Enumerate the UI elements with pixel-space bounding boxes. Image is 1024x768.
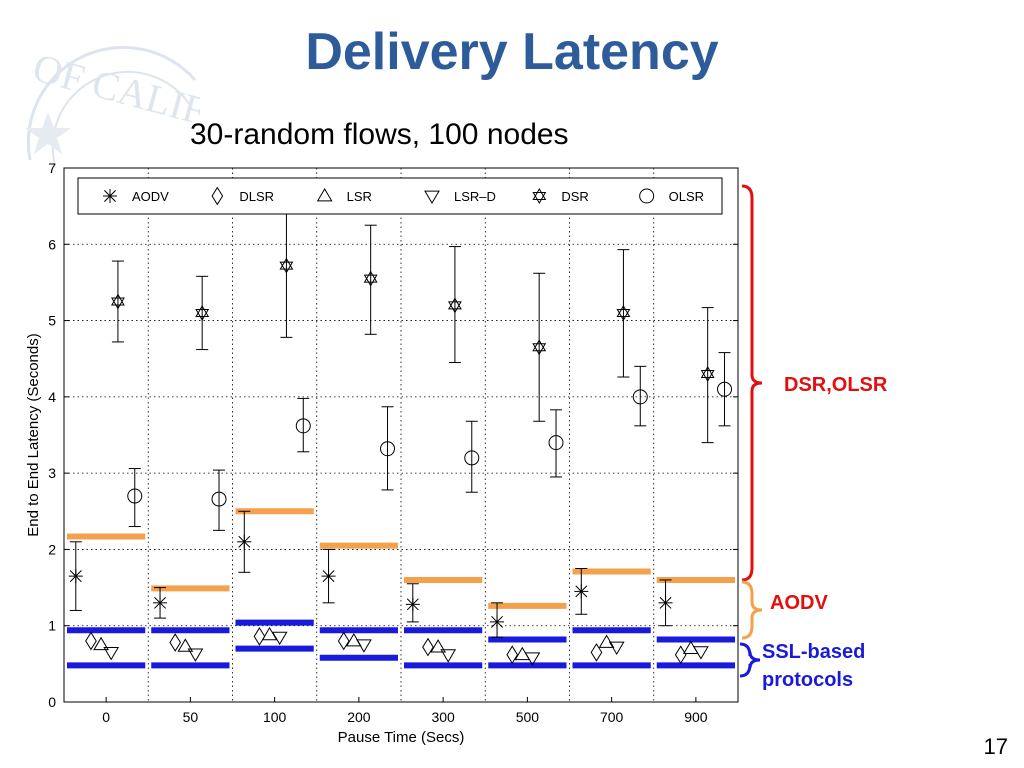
aodv-point [658,595,673,610]
aodv-point [405,597,420,612]
lsr-point [598,634,615,648]
aodv-brace [741,580,763,640]
legend-marker-aodv [103,189,117,203]
dsr-point [279,257,294,274]
x-tick-label: 200 [347,709,371,725]
university-seal: OF CALIF [25,45,200,166]
y-tick-label: 1 [48,618,56,634]
legend-marker-olsr [639,188,655,204]
olsr-point [295,418,311,434]
lsrd-point [524,652,541,666]
dsr-point [447,297,462,314]
aodv-point [490,614,505,629]
legend-label-lsr: LSR [347,189,372,204]
dlsr-point [590,643,603,662]
dsr-point [616,304,631,321]
dsr-olsr-brace [741,184,763,582]
dlsr-point [253,627,266,646]
lsrd-point [608,641,625,656]
y-tick-label: 0 [48,694,56,710]
legend-marker-lsrd [424,190,440,204]
x-axis-label: Pause Time (Secs) [338,729,465,746]
y-tick-label: 6 [48,236,56,252]
lsrd-point [103,647,120,661]
lsrd-point [187,648,204,662]
legend-label-olsr: OLSR [669,189,704,204]
x-tick-label: 500 [516,709,540,725]
y-axis-label: End to End Latency (Seconds) [25,333,42,536]
legend-marker-dlsr [211,186,224,206]
lsrd-point [693,646,709,660]
aodv-point [237,534,252,549]
lsr-point [430,639,446,653]
dlsr-point [85,631,97,651]
aodv-point [574,584,589,599]
x-tick-label: 300 [431,709,455,725]
olsr-point [717,381,733,397]
lsrd-point [440,649,457,663]
lsr-point [93,636,109,651]
legend-label-dlsr: DLSR [239,189,274,204]
dlsr-point [337,631,350,651]
chart-subtitle: 30-random flows, 100 nodes [190,118,569,151]
dsr-point [532,339,547,356]
aodv-point [321,569,336,584]
legend-label-dsr: DSR [561,189,588,204]
x-tick-label: 0 [102,709,110,725]
x-tick-label: 100 [263,709,287,725]
y-tick-label: 3 [48,465,56,481]
dsr-point [700,365,715,382]
dlsr-point [169,633,182,652]
aodv-point [153,595,168,610]
olsr-point [548,435,564,451]
slide-title: Delivery Latency [305,23,719,81]
slide-number: 17 [983,734,1008,759]
x-tick-label: 50 [183,709,199,725]
y-tick-label: 4 [48,389,56,405]
olsr-point [380,441,396,457]
aodv-point [68,569,83,584]
dsr-olsr-label: DSR,OLSR [784,374,888,396]
dlsr-point [422,637,434,657]
dlsr-point [506,645,519,665]
dsr-point [363,270,378,287]
y-tick-label: 5 [48,313,56,329]
x-tick-label: 700 [600,709,624,725]
olsr-point [127,488,143,504]
lsrd-point [356,639,372,653]
legend-label-lsrd: LSR–D [454,189,496,204]
legend-label-aodv: AODV [132,189,169,204]
legend-box [77,177,723,215]
olsr-point [211,491,227,507]
legend-marker-dsr [532,187,547,205]
dsr-point [110,293,125,310]
lsr-point [177,638,194,652]
aodv-label: AODV [770,592,828,614]
legend-marker-lsr [316,188,333,202]
olsr-point [464,450,480,466]
olsr-point [632,389,648,405]
ssl-label: SSL-based protocols [762,641,866,691]
y-tick-label: 2 [48,541,56,557]
lsrd-point [271,631,288,646]
x-tick-label: 900 [684,709,708,725]
ssl-brace [739,642,761,678]
dsr-point [195,304,210,321]
y-tick-label: 7 [48,160,56,176]
